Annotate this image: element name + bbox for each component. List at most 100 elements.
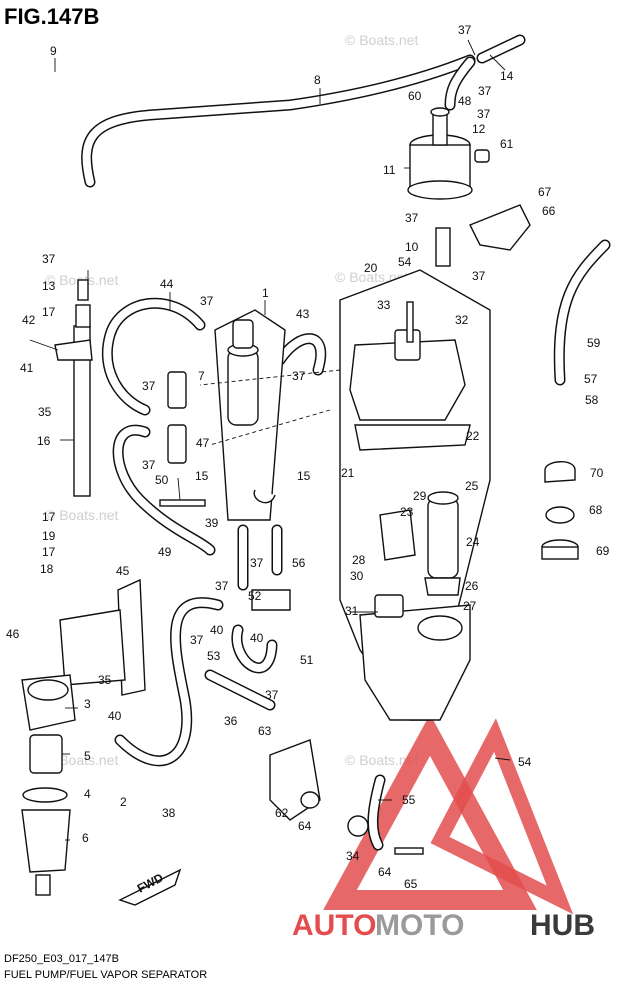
callout-26: 26 <box>465 579 479 593</box>
callout-66: 66 <box>542 204 556 218</box>
watermark-4: © Boats.net <box>45 507 118 523</box>
callout-36: 36 <box>224 714 238 728</box>
callout-11: 11 <box>383 163 396 177</box>
callout-4: 4 <box>84 787 91 801</box>
callout-37-i: 37 <box>142 379 156 393</box>
callout-53: 53 <box>207 649 221 663</box>
callout-65: 65 <box>404 877 418 891</box>
callout-13: 13 <box>42 279 56 293</box>
callout-10: 10 <box>405 240 419 254</box>
footer-model: DF250_E03_017_147B <box>4 953 119 965</box>
callout-20: 20 <box>364 261 378 275</box>
callout-62: 62 <box>275 806 289 820</box>
callout-3: 3 <box>84 697 91 711</box>
callout-43: 43 <box>296 307 310 321</box>
callout-37-e: 37 <box>472 269 486 283</box>
callout-37-j: 37 <box>142 458 156 472</box>
callout-37-k: 37 <box>250 556 264 570</box>
footer-caption: FUEL PUMP/FUEL VAPOR SEPARATOR <box>4 969 207 981</box>
callout-46: 46 <box>6 627 20 641</box>
callout-35-b: 35 <box>98 673 112 687</box>
watermark-1: © Boats.net <box>345 32 418 48</box>
callout-38: 38 <box>162 806 176 820</box>
callout-61: 61 <box>500 137 514 151</box>
callout-63: 63 <box>258 724 272 738</box>
callout-35-a: 35 <box>38 405 52 419</box>
logo-moto: MOTO <box>375 909 464 942</box>
callout-31: 31 <box>345 604 359 618</box>
callout-40-b: 40 <box>250 631 264 645</box>
callout-37-f: 37 <box>42 252 56 266</box>
callout-39: 39 <box>205 516 219 530</box>
callout-7: 7 <box>198 369 205 383</box>
callout-32: 32 <box>455 313 469 327</box>
callout-64-b: 64 <box>378 865 392 879</box>
logo-hub: HUB <box>530 909 595 942</box>
callout-2: 2 <box>120 795 127 809</box>
callout-30: 30 <box>350 569 364 583</box>
callout-8: 8 <box>314 73 321 87</box>
callout-68: 68 <box>589 503 603 517</box>
callout-57: 57 <box>584 372 598 386</box>
callout-18: 18 <box>40 562 54 576</box>
logo-auto: AUTO <box>292 909 376 942</box>
callout-22: 22 <box>466 429 480 443</box>
callout-37-m: 37 <box>190 633 204 647</box>
callout-54-b: 54 <box>518 755 532 769</box>
callout-6: 6 <box>82 831 89 845</box>
callout-70: 70 <box>590 466 604 480</box>
callout-40-a: 40 <box>210 623 224 637</box>
callout-56: 56 <box>292 556 306 570</box>
callout-60: 60 <box>408 89 422 103</box>
callout-23: 23 <box>400 505 414 519</box>
callout-51: 51 <box>300 653 314 667</box>
callout-37-l: 37 <box>215 579 229 593</box>
callout-29: 29 <box>413 489 427 503</box>
callout-48: 48 <box>458 94 472 108</box>
callout-42: 42 <box>22 313 36 327</box>
callout-45: 45 <box>116 564 130 578</box>
callout-12: 12 <box>472 122 486 136</box>
callout-28: 28 <box>352 553 366 567</box>
component-drawings <box>21 107 579 906</box>
callout-49: 49 <box>158 545 172 559</box>
callout-14: 14 <box>500 69 514 83</box>
callout-25: 25 <box>465 479 479 493</box>
callout-17-c: 17 <box>42 545 56 559</box>
callout-labels: 9 37 14 37 48 8 60 37 12 61 11 67 66 37 … <box>6 23 610 891</box>
callout-19: 19 <box>42 529 56 543</box>
callout-34: 34 <box>346 849 360 863</box>
hose-lines <box>81 34 611 851</box>
callout-58: 58 <box>585 393 599 407</box>
callout-44: 44 <box>160 277 174 291</box>
callout-37-h: 37 <box>292 369 306 383</box>
callout-33: 33 <box>377 298 391 312</box>
figure-title: FIG.147B <box>4 4 99 29</box>
callout-59: 59 <box>587 336 601 350</box>
callout-15-b: 15 <box>297 469 311 483</box>
callout-37-c: 37 <box>477 107 491 121</box>
callout-5: 5 <box>84 749 91 763</box>
callout-15-a: 15 <box>195 469 209 483</box>
callout-21: 21 <box>341 466 355 480</box>
callout-50: 50 <box>155 473 169 487</box>
callout-37-d: 37 <box>405 211 419 225</box>
watermark-6: © Boats.net <box>345 752 418 768</box>
callout-40-c: 40 <box>108 709 122 723</box>
callout-47: 47 <box>196 436 210 450</box>
callout-55: 55 <box>402 793 416 807</box>
callout-17-a: 17 <box>42 305 56 319</box>
callout-16: 16 <box>37 434 51 448</box>
automotohub-logo: AUTO MOTO HUB <box>292 714 595 942</box>
callout-54-a: 54 <box>398 255 412 269</box>
callout-64-a: 64 <box>298 819 312 833</box>
callout-9: 9 <box>50 44 57 58</box>
callout-27: 27 <box>463 599 477 613</box>
callout-52: 52 <box>248 589 262 603</box>
leader-lines <box>29 39 511 841</box>
callout-17-b: 17 <box>42 510 56 524</box>
callout-37-b: 37 <box>478 84 492 98</box>
callout-69: 69 <box>596 544 610 558</box>
watermark-5: © Boats.net <box>45 752 118 768</box>
callout-37-a: 37 <box>458 23 472 37</box>
